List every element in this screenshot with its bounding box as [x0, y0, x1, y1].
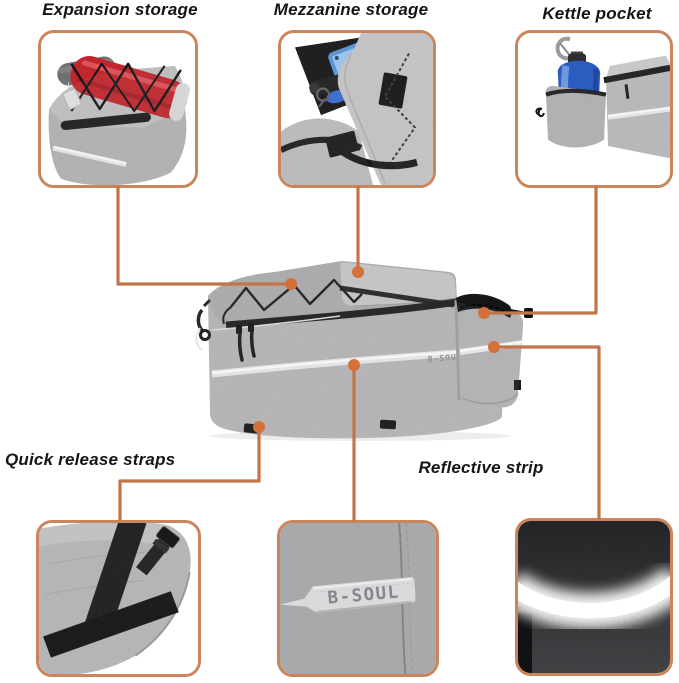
callout-photo-expansion	[38, 30, 198, 188]
callout-label-quick-release: Quick release straps	[5, 450, 176, 469]
strap-hook	[195, 298, 212, 351]
callout-photo-reflective-glow	[515, 518, 673, 676]
strap-edge	[518, 613, 532, 673]
glow-strip	[518, 566, 670, 629]
callout-photo-kettle	[515, 30, 673, 188]
callout-photo-brand-strip: B-SOUL	[277, 520, 439, 677]
callout-photo-mezzanine	[278, 30, 436, 188]
callout-label-mezzanine: Mezzanine storage	[273, 0, 429, 19]
callout-label-kettle: Kettle pocket	[542, 4, 652, 23]
callout-label-expansion: Expansion storage	[42, 0, 198, 19]
carabiner	[555, 36, 573, 61]
tie-cord	[535, 107, 545, 118]
brand-strip	[280, 577, 416, 613]
callout-photo-quick-release	[36, 520, 201, 677]
fabric-texture	[208, 261, 524, 439]
product-image-trunk-bag: B-SOUL	[190, 248, 535, 448]
callout-label-reflective: Reflective strip	[418, 458, 544, 477]
